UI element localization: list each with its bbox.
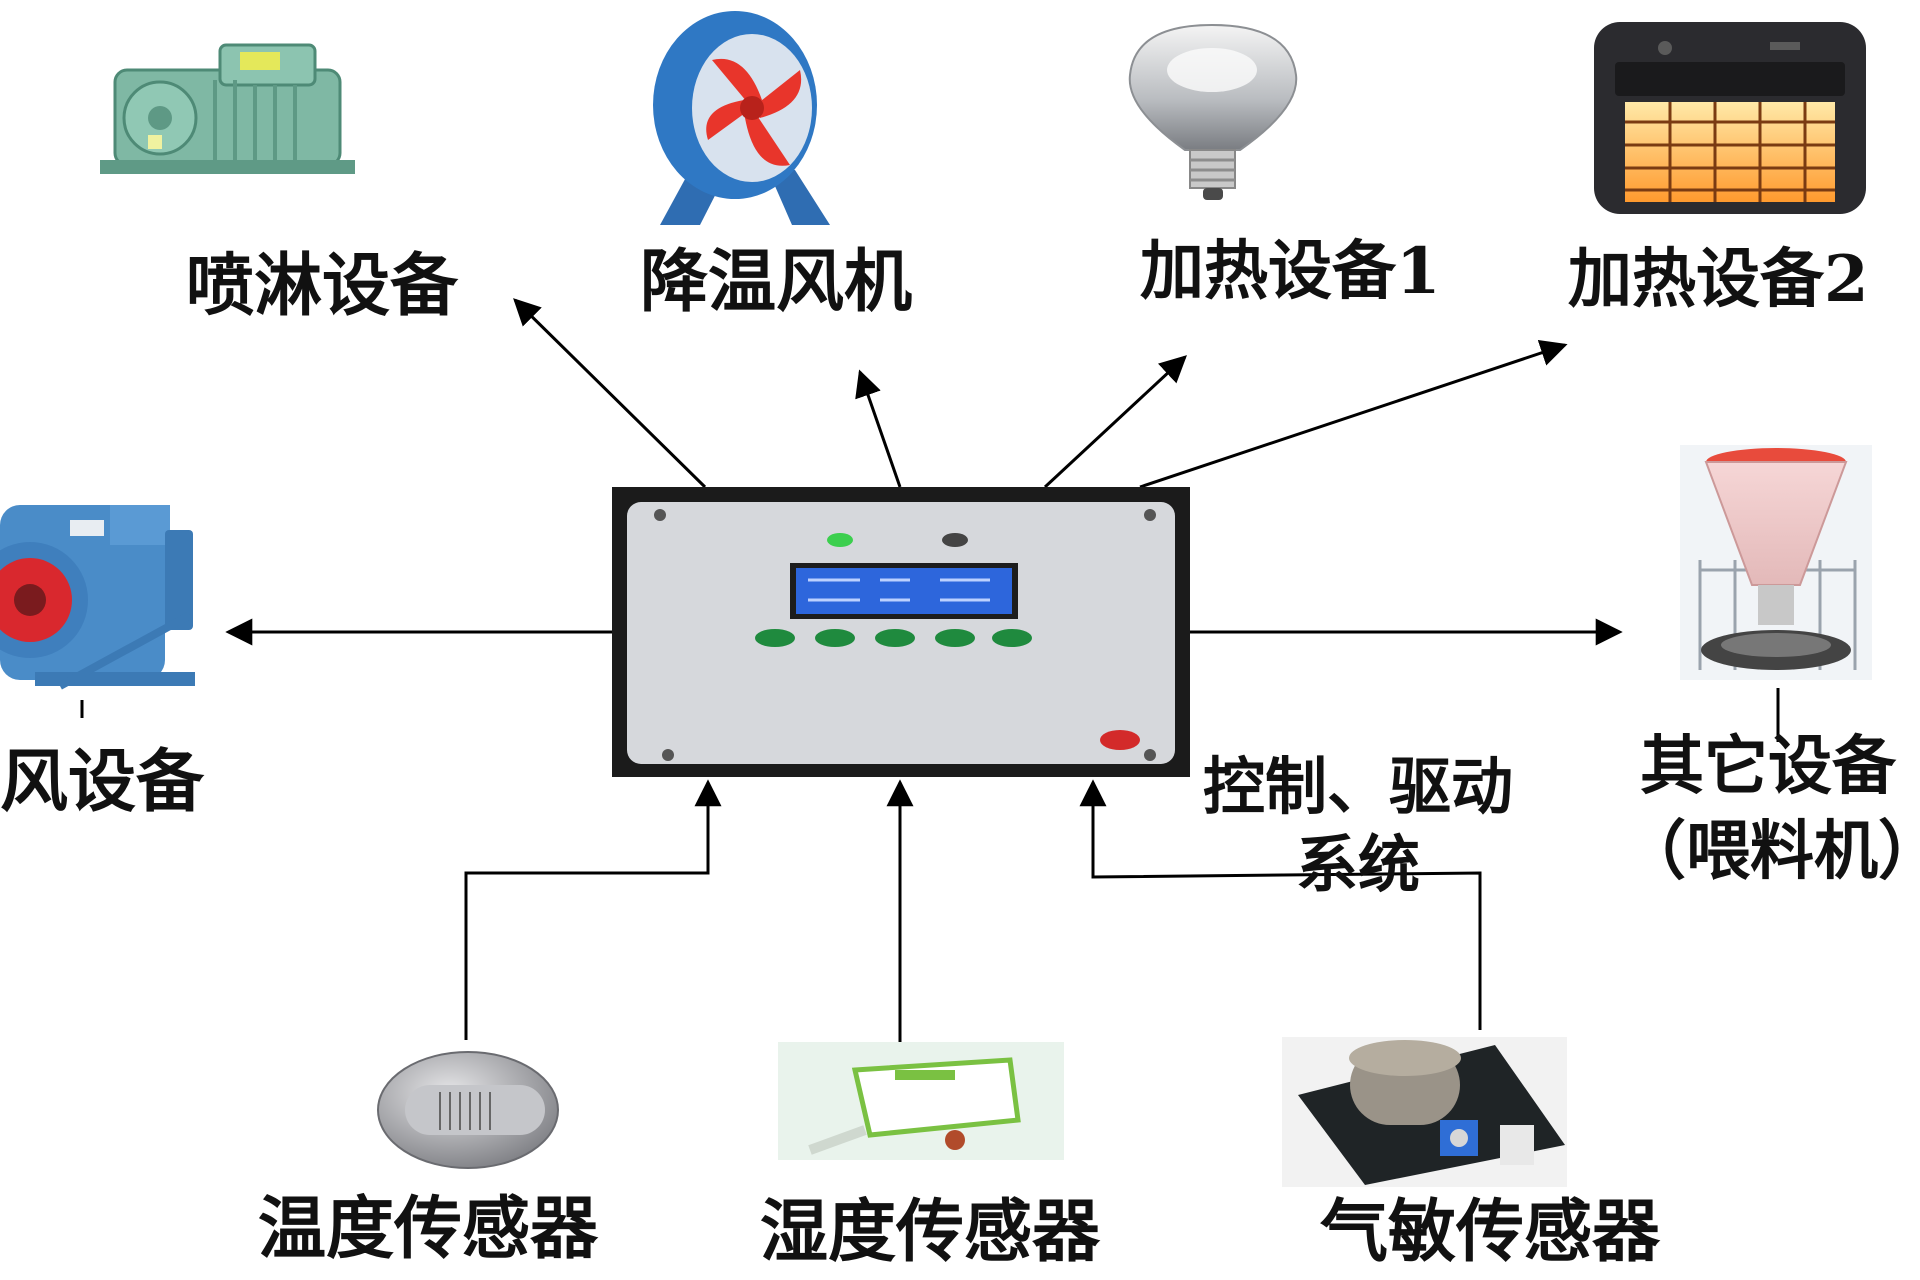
connection-arrows: [80, 298, 1780, 1045]
label-controller-line1: 控制、驱动: [1202, 750, 1513, 823]
compressor-image: [100, 43, 355, 174]
label-temperature-sensor: 温度传感器: [258, 1189, 599, 1269]
arrow-to-heater2: [1139, 339, 1568, 489]
arrow-to-heater1: [1043, 355, 1187, 489]
controller-box: [612, 487, 1190, 777]
heat-lamp-image: [1128, 23, 1298, 200]
temperature-sensor-image: [377, 1051, 559, 1169]
label-humidity-sensor: 湿度传感器: [760, 1192, 1101, 1272]
axial-fan-image: [653, 11, 830, 225]
label-ventilation: 风设备: [0, 742, 205, 822]
arrow-to-spray: [513, 298, 707, 489]
infrared-heater-image: [1594, 22, 1866, 214]
label-controller-line2: 系统: [1295, 827, 1420, 901]
label-other: 其它设备: [1640, 729, 1896, 804]
gas-sensor-image: [1282, 1037, 1567, 1187]
label-heater1: 加热设备1: [1140, 234, 1441, 309]
arrow-to-cooling-fan: [855, 369, 902, 488]
label-gas-sensor: 气敏传感器: [1320, 1192, 1661, 1272]
feeder-image: [1680, 445, 1872, 680]
label-controller: 控制、驱动 系统: [1168, 748, 1548, 903]
blower-image: [0, 505, 195, 690]
humidity-sensor-image: [778, 1042, 1064, 1160]
arrow-from-gas: [1079, 779, 1482, 1030]
label-cooling-fan: 降温风机: [640, 242, 913, 322]
label-other-note: （喂料机）: [1622, 814, 1920, 889]
label-heater2: 加热设备2: [1568, 242, 1869, 317]
arrow-from-temperature: [464, 779, 722, 1040]
label-spray: 喷淋设备: [186, 246, 459, 326]
